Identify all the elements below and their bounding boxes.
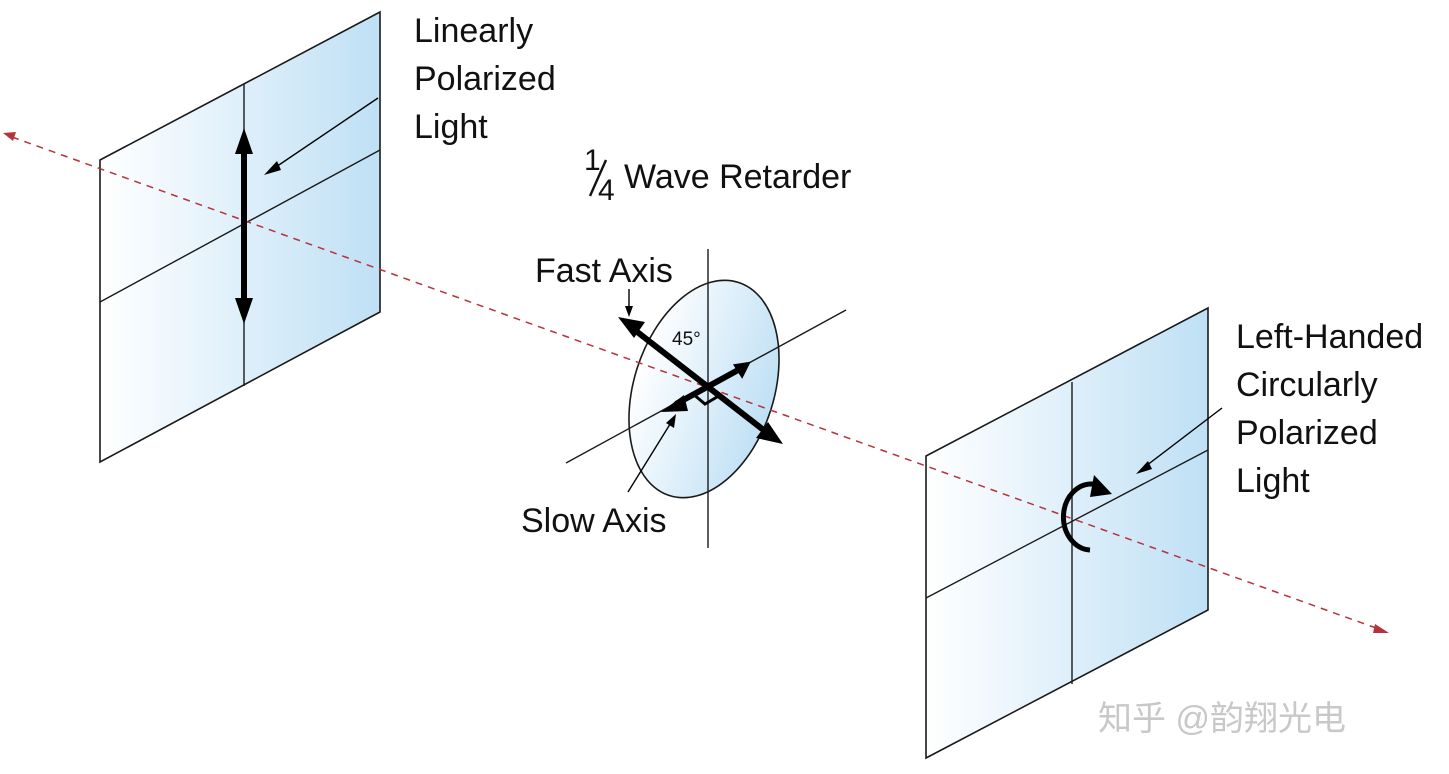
circular-label-leader-arrow-icon — [1136, 461, 1152, 474]
slow-axis-label: Slow Axis — [521, 502, 667, 540]
circular-polarized-label: Left-Handed Circularly Polarized Light — [1236, 318, 1423, 500]
left-panel-face — [99, 10, 381, 464]
right-panel-horizontal-gridline — [925, 449, 1209, 599]
linear-label-line-1: Linearly — [414, 12, 533, 50]
slow-axis-arrow-icon — [661, 361, 751, 412]
retarder-fraction-numerator: 1 — [584, 144, 601, 177]
linear-label-leader-arrow-icon — [264, 161, 281, 175]
slow-axis-leader-arrow-icon — [666, 414, 676, 428]
linear-label-line-2: Polarized — [414, 60, 556, 98]
fast-axis-leader-arrow-icon — [625, 306, 633, 317]
right-angle-marker-icon — [692, 392, 718, 406]
beam-arrowhead-right-icon — [1373, 624, 1389, 633]
leader-lines — [264, 97, 1223, 493]
linear-label-line-3: Light — [414, 108, 488, 146]
light-beam — [3, 132, 1389, 633]
circular-label-line-2: Circularly — [1236, 366, 1378, 404]
left-polarizer-panel — [99, 10, 381, 464]
linear-polarization-arrow-icon — [235, 128, 253, 324]
circular-label-line-4: Light — [1236, 462, 1310, 500]
circular-label-line-3: Polarized — [1236, 414, 1378, 452]
circular-label-line-1: Left-Handed — [1236, 318, 1423, 356]
circular-label-leader — [1141, 407, 1223, 470]
fast-axis-arrow-icon — [618, 317, 783, 444]
watermark-text: 知乎 @韵翔光电 — [1098, 700, 1346, 738]
retarder-title: 1 4 Wave Retarder — [584, 144, 851, 207]
retarder-title-text: Wave Retarder — [624, 158, 851, 196]
retarder-fraction-slash — [588, 159, 608, 197]
linear-polarized-label: Linearly Polarized Light — [414, 12, 556, 146]
slow-axis-leader — [627, 420, 673, 493]
linear-label-leader — [269, 97, 379, 172]
fast-axis-label: Fast Axis — [535, 252, 673, 290]
angle-label: 45° — [672, 329, 701, 350]
left-panel-horizontal-gridline — [99, 149, 381, 303]
beam-arrowhead-left-icon — [3, 132, 16, 141]
circular-polarization-arrow-icon — [1061, 475, 1112, 553]
retarder-fraction-denominator: 4 — [598, 174, 615, 207]
